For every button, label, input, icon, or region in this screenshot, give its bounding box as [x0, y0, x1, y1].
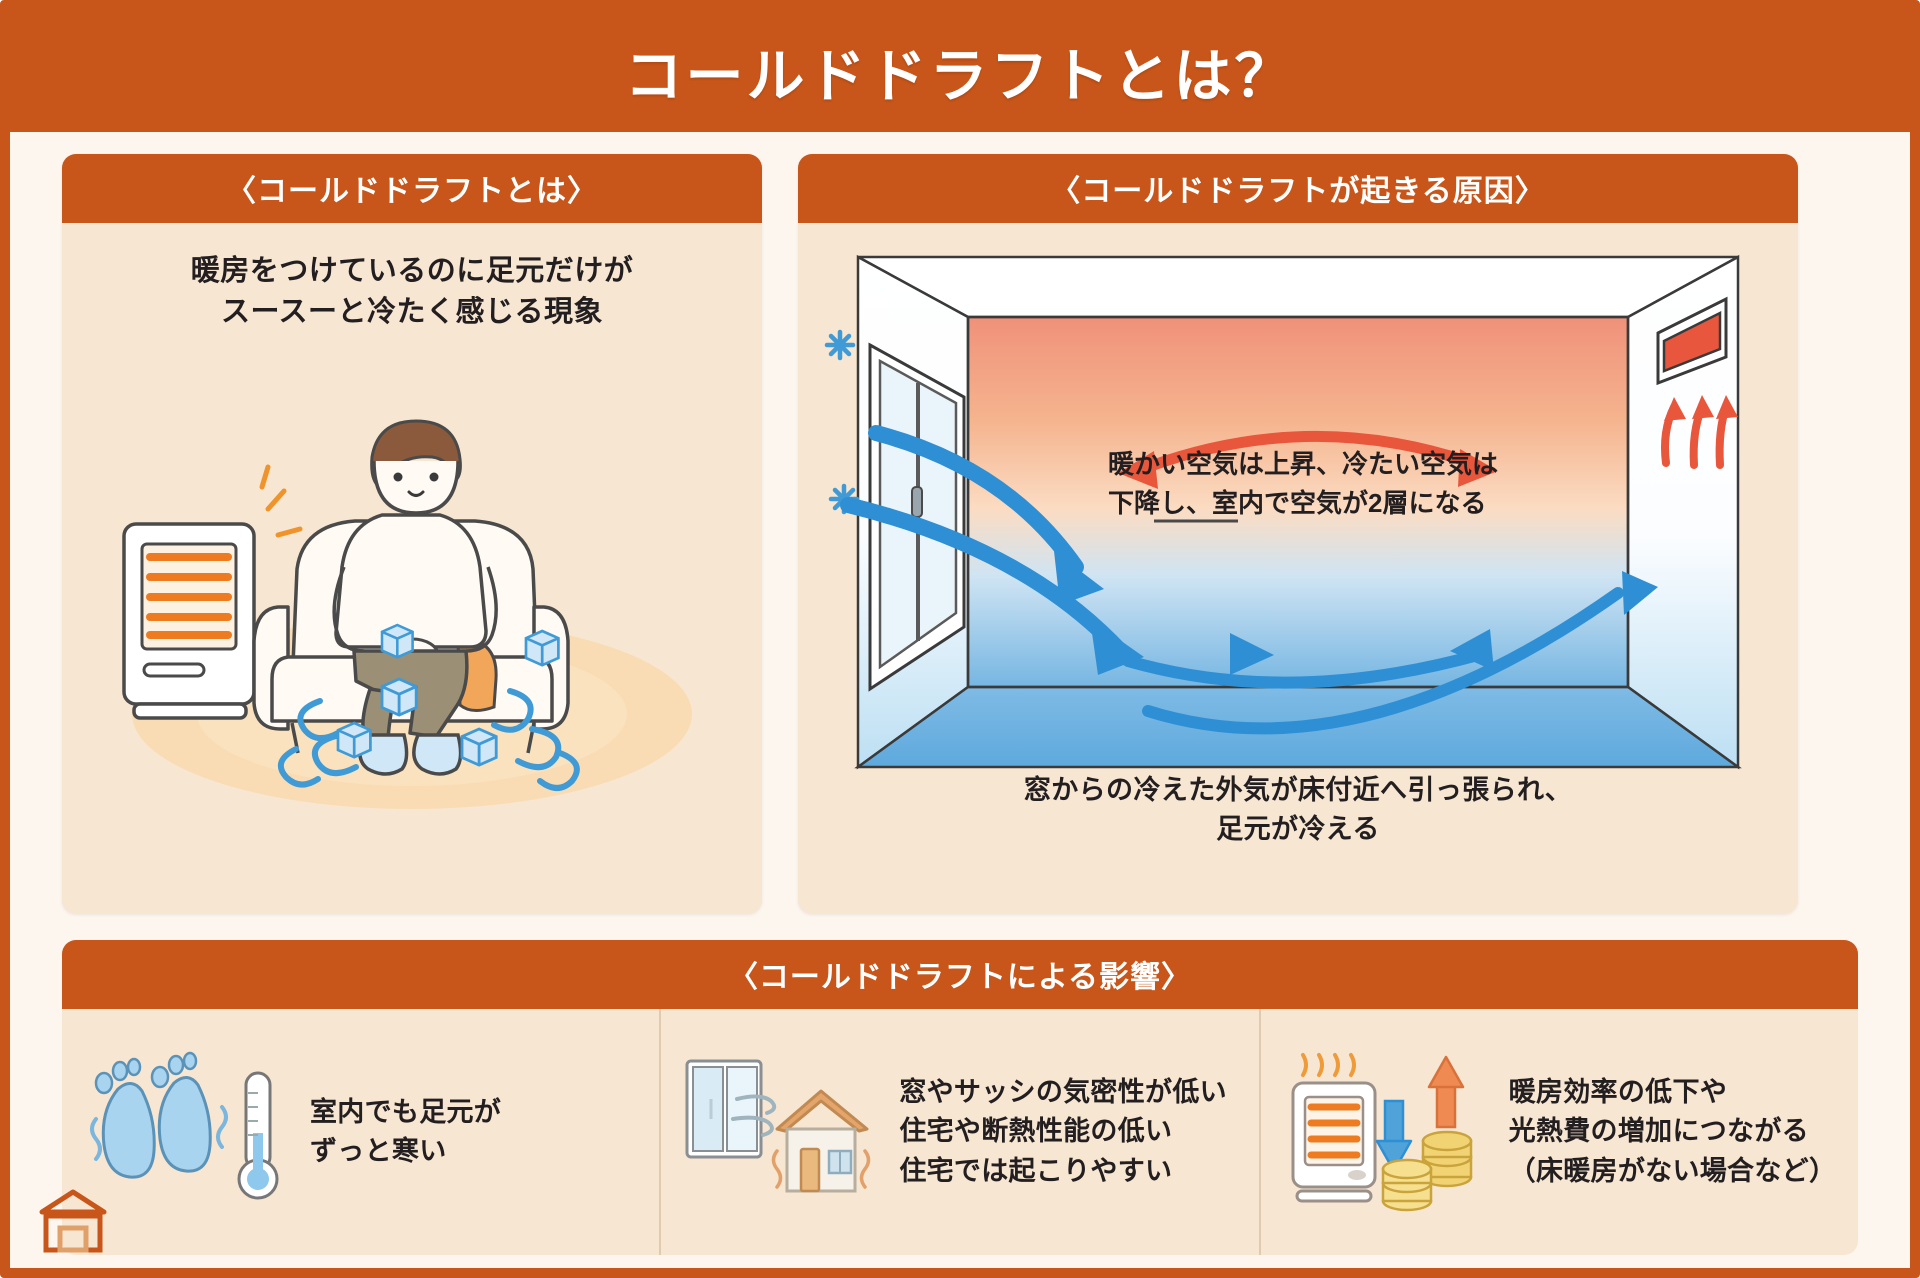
room-illustration — [798, 223, 1798, 797]
inner-note-line-1: 暖かい空気は上昇、冷たい空気は — [1108, 449, 1499, 479]
window-shape — [685, 1059, 763, 1159]
effects-header: 〈コールドドラフトによる影響〉 — [62, 940, 1858, 1009]
ice-cubes — [336, 623, 560, 768]
panel-definition-header: 〈コールドドラフトとは〉 — [62, 154, 762, 223]
cold-feet-thermometer-icon — [82, 1047, 292, 1217]
effect-item-cold-feet: 室内でも足元が ずっと寒い — [62, 1009, 659, 1255]
inner-note-line-2: 下降し、室内で空気が2層になる — [1108, 488, 1487, 518]
thermometer-shape — [237, 1071, 279, 1200]
warm-arrow-left-head — [1118, 451, 1158, 489]
effect-item-cold-feet-text: 室内でも足元が ずっと寒い — [310, 1096, 502, 1166]
caption-line-2: 足元が冷える — [1216, 814, 1380, 845]
panel-definition-lead: 暖房をつけているのに足元だけが スースーと冷たく感じる現象 — [62, 223, 762, 333]
down-arrow-icon — [1375, 1099, 1412, 1172]
lead-line-2: スースーと冷たく感じる現象 — [220, 296, 604, 329]
snowflake-icons — [824, 329, 860, 515]
panel-cause-header: 〈コールドドラフトが起きる原因〉 — [798, 154, 1798, 223]
panel-cause-caption: 窓からの冷えた外気が床付近へ引っ張られ、 足元が冷える — [798, 761, 1798, 849]
effects-row: 室内でも足元が ずっと寒い — [62, 1009, 1858, 1255]
warm-circulation-arrows — [1142, 430, 1472, 473]
cold-draft-swirls — [277, 688, 580, 792]
sofa-illustration — [62, 339, 762, 810]
effects-panel: 〈コールドドラフトによる影響〉 — [62, 940, 1858, 1255]
effect-item-heating-cost-text: 暖房効率の低下や 光熱費の増加につながる （床暖房がない場合など） — [1508, 1077, 1837, 1186]
house-shape — [775, 1089, 869, 1193]
cold-circulation-arrows — [1122, 587, 1624, 735]
person-on-sofa-with-heater-svg — [122, 419, 692, 810]
effect-item-heating-cost: 暖房効率の低下や 光熱費の増加につながる （床暖房がない場合など） — [1258, 1009, 1858, 1255]
coin-stacks — [1381, 1130, 1472, 1211]
window-draft-house-icon — [681, 1047, 881, 1217]
room-inner-note: 暖かい空気は上昇、冷たい空気は 下降し、室内で空気が2層になる — [1108, 445, 1538, 523]
effect-item-window-draft-text: 窓やサッシの気密性が低い 住宅や断熱性能の低い 住宅では起こりやすい — [899, 1077, 1227, 1186]
main-title-bar: コールドドラフトとは？ — [10, 10, 1910, 132]
panel-cause: 〈コールドドラフトが起きる原因〉 — [798, 154, 1798, 914]
room-cross-section-svg — [824, 254, 1742, 770]
up-arrow-icon — [1427, 1055, 1464, 1128]
body-area: 〈コールドドラフトとは〉 暖房をつけているのに足元だけが スースーと冷たく感じる… — [10, 132, 1910, 914]
heater-shape — [1291, 1081, 1377, 1202]
heater-cost-coins-icon — [1281, 1045, 1491, 1220]
caption-line-1: 窓からの冷えた外気が床付近へ引っ張られ、 — [1023, 775, 1573, 805]
lead-line-1: 暖房をつけているのに足元だけが — [190, 255, 634, 287]
effect-item-window-draft: 窓やサッシの気密性が低い 住宅や断熱性能の低い 住宅では起こりやすい — [659, 1009, 1258, 1255]
page-title: コールドドラフトとは？ — [624, 44, 1296, 109]
seated-person — [332, 419, 498, 777]
panel-definition: 〈コールドドラフトとは〉 暖房をつけているのに足元だけが スースーと冷たく感じる… — [62, 154, 762, 914]
air-conditioner-icon — [1656, 296, 1728, 386]
heater-icon — [122, 464, 303, 721]
warm-arrow-right-head — [1458, 449, 1498, 487]
house-logo-icon — [36, 1188, 110, 1254]
